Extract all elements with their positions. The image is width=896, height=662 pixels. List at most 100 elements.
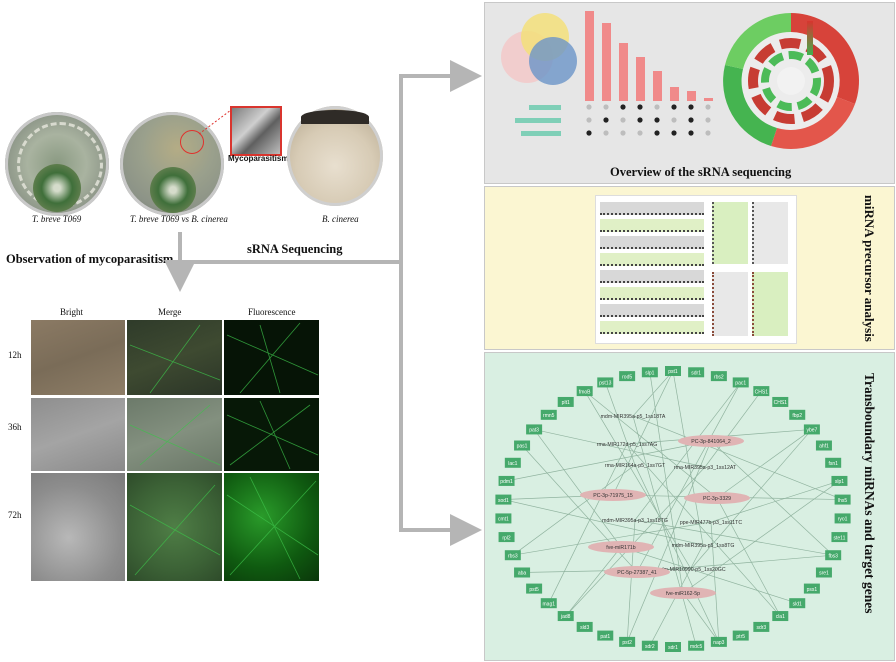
gene-label: sld1 [793, 601, 802, 607]
upset-dots [586, 104, 711, 136]
mirna-node [604, 566, 670, 578]
network-edge [690, 429, 813, 570]
image-merge-12h [127, 320, 222, 395]
gene-label: ryo1 [838, 517, 848, 523]
image-bright-72h [31, 473, 125, 581]
gene-label: pst5 [529, 587, 539, 593]
overview-panel: Overview of the sRNA sequencing [484, 2, 895, 184]
gene-node [597, 377, 614, 388]
network-edge [626, 519, 636, 642]
col-header-merge: Merge [158, 307, 182, 317]
hyphae-overlay [129, 322, 319, 580]
upset-dot [688, 117, 694, 123]
gene-label: mdc5 [690, 644, 702, 650]
mirna-label: mdm-MIR10990-p5_1ss20GC [656, 567, 725, 573]
upset-bar [687, 91, 696, 101]
image-merge-72h [127, 473, 222, 581]
gene-node [504, 550, 521, 561]
network-edge [584, 390, 692, 570]
upset-dot [705, 130, 711, 136]
mirna-node [588, 541, 654, 553]
gene-node [641, 367, 658, 378]
gene-node [540, 409, 557, 420]
upset-bar [704, 98, 713, 101]
upset-bar [653, 71, 662, 101]
gene-node [688, 367, 705, 378]
image-fluorescence-72h [224, 473, 319, 581]
observation-title: Observation of mycoparasitism [6, 252, 174, 266]
venn-circle-3 [529, 37, 577, 85]
network-edge [503, 499, 704, 546]
circos-plot [723, 13, 860, 150]
gene-label: fbp2 [792, 413, 802, 419]
gene-label: plt1 [562, 400, 570, 406]
gene-node [803, 424, 820, 435]
overview-graphics [501, 11, 860, 150]
gene-label: fmoB [579, 389, 591, 395]
gene-label: pst1 [668, 369, 678, 375]
upset-dot [671, 130, 677, 136]
network-edge [534, 429, 706, 468]
gene-label: pat3 [529, 428, 539, 434]
gene-label: pst2 [622, 640, 632, 646]
network-edge [604, 382, 636, 466]
network-edge [710, 480, 840, 523]
upset-dot [705, 117, 711, 123]
network-title: Transboundary miRNAs and target genes [862, 373, 877, 614]
gene-node [526, 424, 543, 435]
image-bright-12h [31, 320, 125, 395]
gene-node [831, 475, 848, 486]
precursor-figure [595, 195, 797, 344]
gene-node [576, 386, 593, 397]
srna-sequencing-label: sRNA Sequencing [247, 242, 343, 256]
gene-node [665, 366, 681, 376]
petri-dish-dual-culture [120, 112, 224, 216]
gene-label: ybe7 [806, 428, 817, 434]
mirna-node [684, 492, 750, 504]
microscopy-panel: Bright Merge Fluorescence 12h 36h 72h [0, 305, 325, 587]
gene-label: CHS1 [774, 400, 788, 406]
petri-dish-b-cinerea-body [287, 106, 383, 206]
gene-label: sod1 [498, 498, 509, 504]
gene-label: fsn1 [828, 461, 838, 467]
plate-label-3: B. cinerea [322, 214, 359, 224]
gene-label: cmt1 [498, 517, 509, 523]
gene-node [557, 611, 574, 622]
gene-label: lac1 [508, 461, 517, 467]
gene-label: rmn5 [543, 413, 555, 419]
upset-dot [688, 130, 694, 136]
gene-label: pat1 [600, 634, 610, 640]
hairpin-structure [600, 253, 704, 266]
overview-title: Overview of the sRNA sequencing [610, 165, 792, 179]
network-edge [626, 443, 781, 617]
network-edge [512, 521, 712, 556]
gene-node [495, 494, 512, 505]
upset-bar [585, 11, 594, 101]
network-edge [626, 440, 712, 643]
gene-label: jad8 [560, 614, 571, 620]
gene-node [498, 475, 515, 486]
inset-connector [198, 109, 232, 135]
gene-label: slp1 [645, 370, 654, 376]
upset-dot [654, 104, 660, 110]
col-header-fluorescence: Fluorescence [248, 307, 296, 317]
network-edge [682, 592, 720, 643]
upset-dot [586, 117, 592, 123]
network-edge [620, 546, 798, 604]
network-edge [506, 440, 712, 482]
hairpin-structure [600, 219, 704, 232]
upset-dot [688, 104, 694, 110]
network-edge [565, 466, 706, 617]
network-edge [716, 497, 781, 617]
upset-bar [619, 43, 628, 101]
network-edge [632, 415, 843, 500]
gene-label: CHS1 [755, 389, 769, 395]
inset-label: Mycoparasitism [228, 154, 289, 163]
hairpin-structure-vertical [752, 272, 788, 336]
upset-dot [654, 117, 660, 123]
upset-dot [586, 104, 592, 110]
gene-node [815, 440, 832, 451]
gene-label: pas1 [517, 444, 528, 450]
row-label-36h: 36h [8, 422, 22, 432]
gene-node [688, 640, 705, 651]
